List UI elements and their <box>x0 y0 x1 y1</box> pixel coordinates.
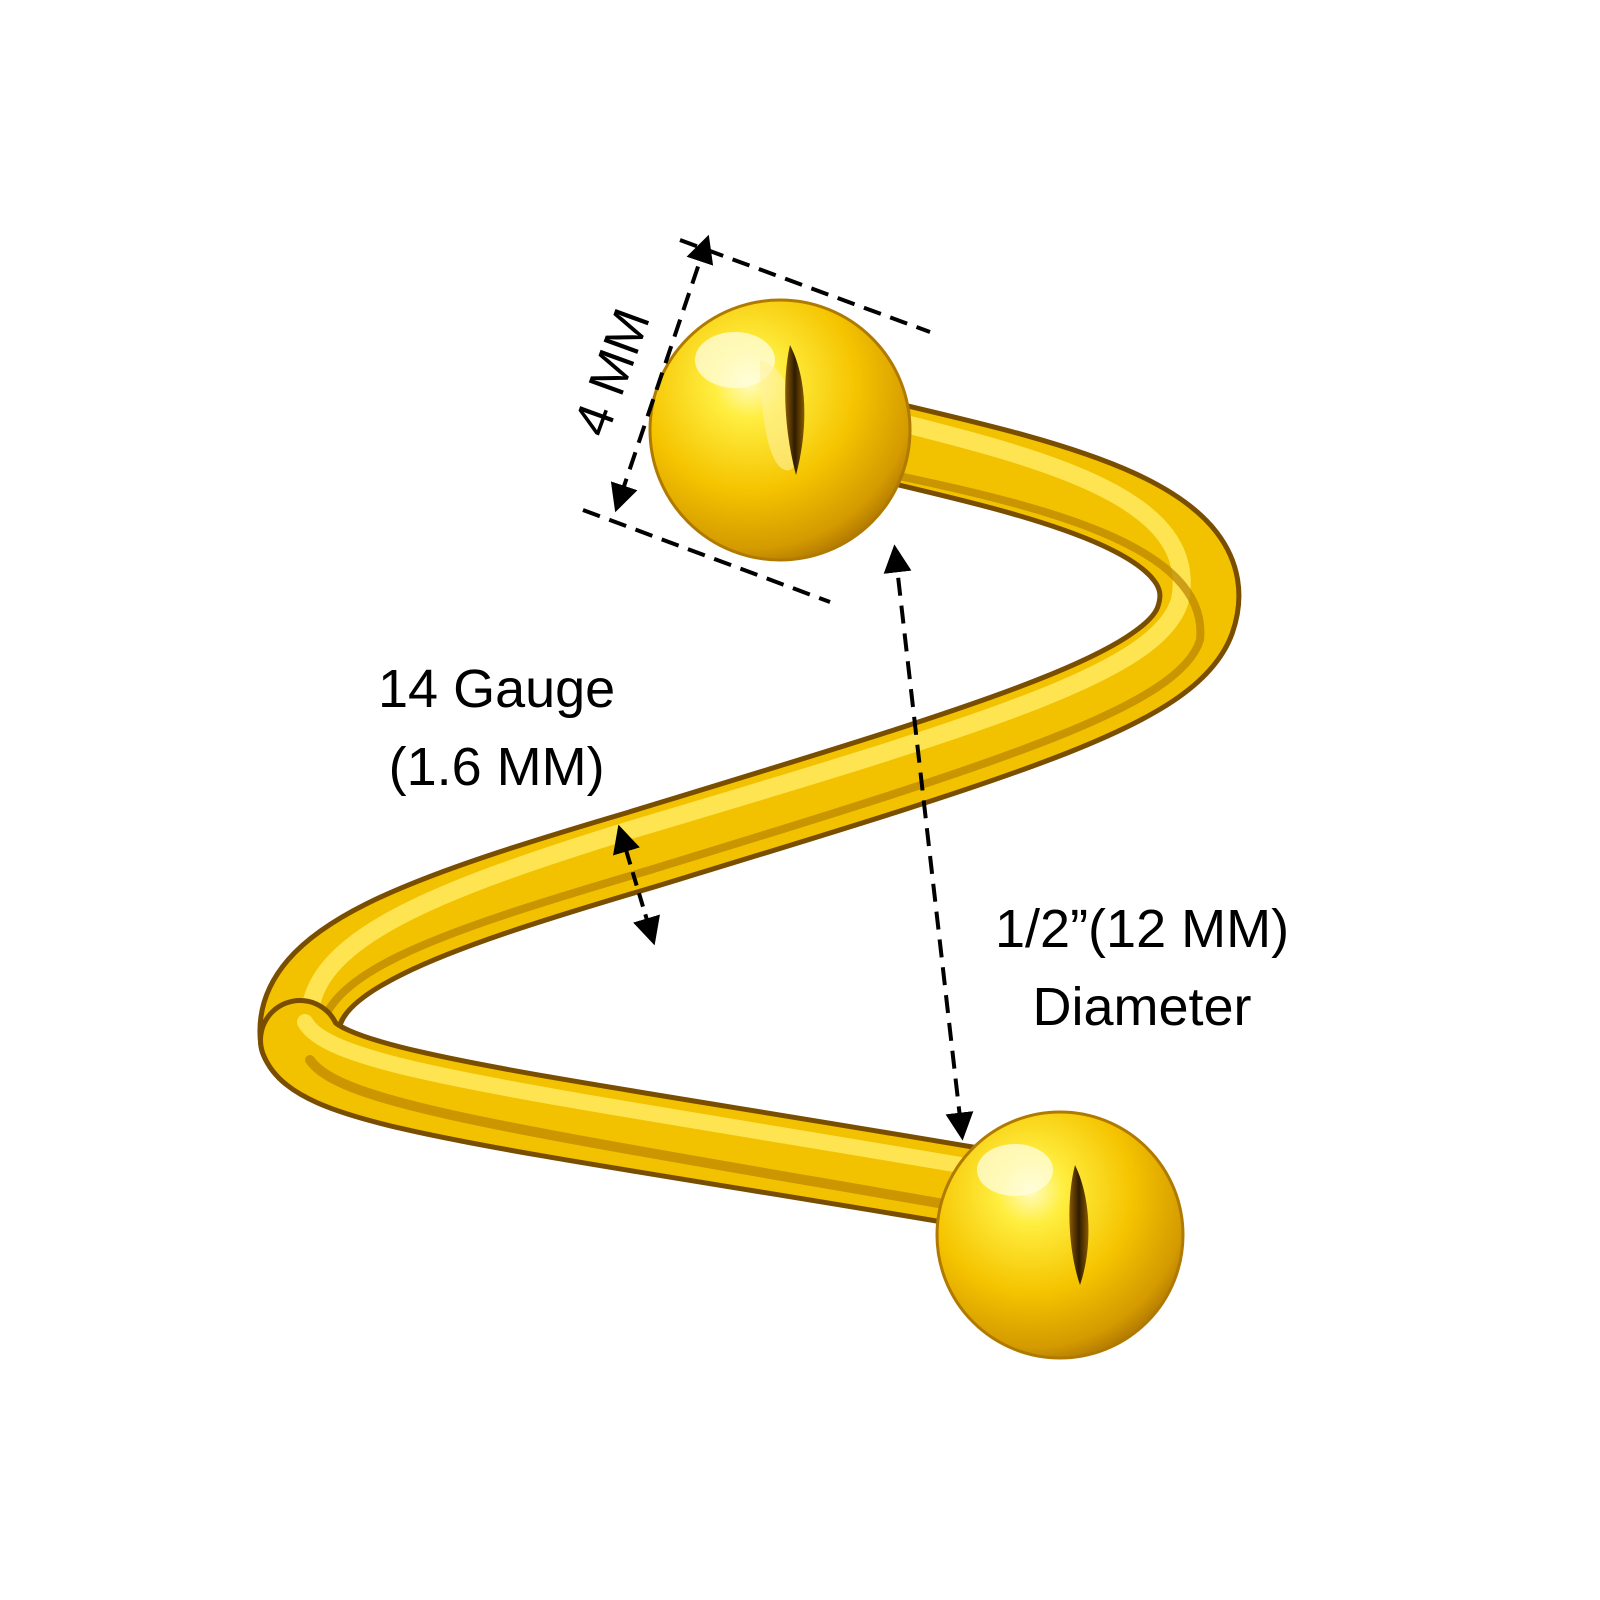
top-ball-slot <box>785 345 805 475</box>
diameter-label: 1/2”(12 MM) Diameter <box>995 890 1289 1047</box>
bottom-ball-slot <box>1069 1165 1089 1285</box>
gauge-label-line1: 14 Gauge <box>378 659 616 719</box>
diameter-label-line2: Diameter <box>1032 977 1252 1038</box>
gauge-label-line2: (1.6 MM) <box>388 737 605 798</box>
spiral-wire <box>257 398 1242 1232</box>
bottom-ball <box>935 1110 1185 1360</box>
gauge-dimension <box>613 824 660 946</box>
ball-size-dimension <box>582 234 931 604</box>
diameter-label-line1: 1/2”(12 MM) <box>995 899 1290 959</box>
top-ball <box>648 298 912 562</box>
gauge-label: 14 Gauge (1.6 MM) <box>378 650 615 807</box>
diameter-dimension <box>883 544 974 1141</box>
